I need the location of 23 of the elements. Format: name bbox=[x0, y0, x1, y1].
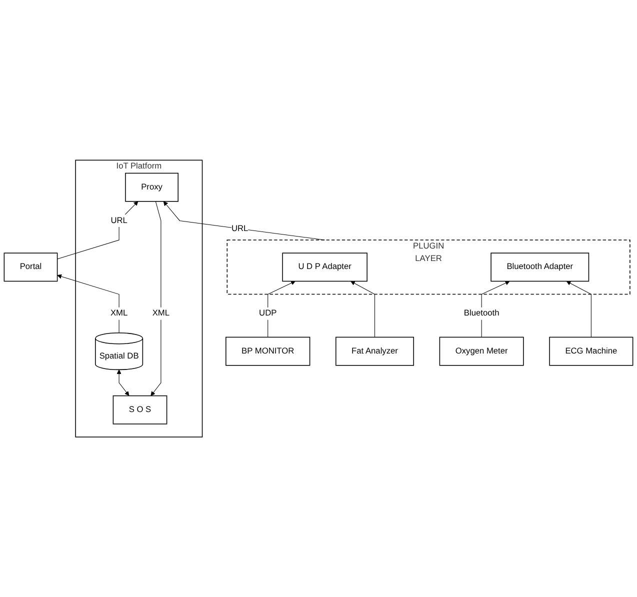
edge-label: URL bbox=[231, 224, 248, 233]
node-box: Portal bbox=[4, 252, 58, 282]
arrow bbox=[116, 369, 130, 396]
arrow bbox=[566, 280, 592, 338]
node-box: Fat Analyzer bbox=[336, 336, 414, 366]
node-box: Bluetooth Adapter bbox=[490, 252, 590, 282]
node-box: Oxygen Meter bbox=[439, 336, 524, 366]
node-box: S O S bbox=[112, 395, 168, 424]
edge-label: XML bbox=[110, 308, 128, 318]
arrow bbox=[163, 201, 326, 240]
node-box: ECG Machine bbox=[549, 336, 634, 366]
arrow bbox=[57, 274, 120, 334]
edge-label: XML bbox=[152, 308, 170, 318]
arrow bbox=[268, 280, 296, 338]
arrow bbox=[150, 201, 162, 396]
arrow bbox=[57, 201, 138, 260]
edge-label: Bluetooth bbox=[464, 308, 500, 318]
arrow bbox=[350, 280, 375, 338]
node-box: Proxy bbox=[125, 172, 178, 202]
edge-label: URL bbox=[110, 216, 128, 225]
node-box: U D P Adapter bbox=[282, 252, 368, 282]
edge-label: UDP bbox=[259, 308, 277, 318]
node-box: BP MONITOR bbox=[226, 336, 310, 366]
